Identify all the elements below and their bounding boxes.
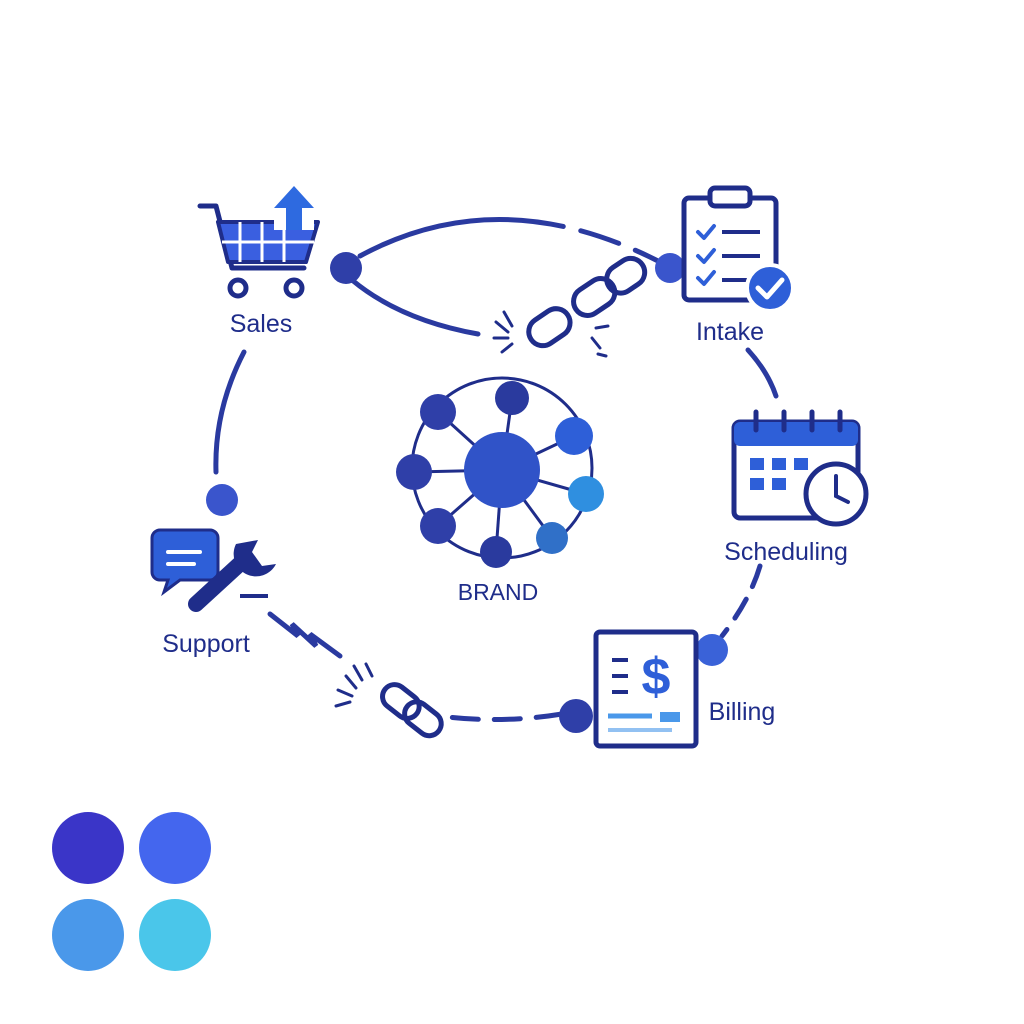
network-node — [495, 381, 529, 415]
ring-dot-sales — [330, 252, 362, 284]
network-node — [555, 417, 593, 455]
ring-connections — [213, 216, 779, 723]
palette-swatch — [139, 899, 211, 971]
ring-dot-support — [206, 484, 238, 516]
network-node — [480, 536, 512, 568]
ring-dot-intake — [655, 253, 685, 283]
node-label-intake: Intake — [696, 318, 764, 346]
broken-chain-icon — [526, 255, 648, 349]
ring-segment-billing-break — [437, 711, 565, 723]
svg-text:$: $ — [642, 648, 671, 706]
ring-segment-sales-support — [213, 349, 247, 475]
break-spark-icon — [492, 310, 610, 358]
ring-dots — [206, 252, 728, 733]
ring-segment-intake-scheduling — [745, 347, 779, 399]
network-node — [420, 394, 456, 430]
network-hub — [464, 432, 540, 508]
break-spark-icon — [334, 662, 374, 708]
ring-dot-billing — [559, 699, 593, 733]
node-label-support: Support — [162, 630, 250, 658]
ring-segment-support-break — [267, 611, 343, 659]
center-label-brand: BRAND — [458, 579, 539, 605]
chat-wrench-icon — [150, 528, 276, 612]
ring-segment-sales-intake — [357, 216, 663, 265]
ring-dot-billing-top — [696, 634, 728, 666]
invoice-dollar-icon: $ — [593, 629, 699, 749]
palette-swatch — [139, 812, 211, 884]
node-label-sales: Sales — [230, 310, 293, 338]
shopping-cart-upload-icon — [197, 184, 320, 299]
broken-chain-icon — [380, 682, 444, 739]
ring-segment-scheduling-billing — [719, 563, 763, 639]
palette-swatch — [52, 899, 124, 971]
brand-network-icon — [396, 376, 604, 568]
network-node — [568, 476, 604, 512]
network-node — [420, 508, 456, 544]
palette-swatch — [52, 812, 124, 884]
ring-segment-sales-break — [349, 277, 481, 337]
color-palette — [52, 812, 211, 971]
network-node — [396, 454, 432, 490]
network-node — [536, 522, 568, 554]
clipboard-checklist-icon — [681, 185, 795, 313]
calendar-clock-icon — [731, 409, 869, 527]
node-label-billing: Billing — [709, 698, 776, 726]
node-label-scheduling: Scheduling — [724, 538, 848, 566]
